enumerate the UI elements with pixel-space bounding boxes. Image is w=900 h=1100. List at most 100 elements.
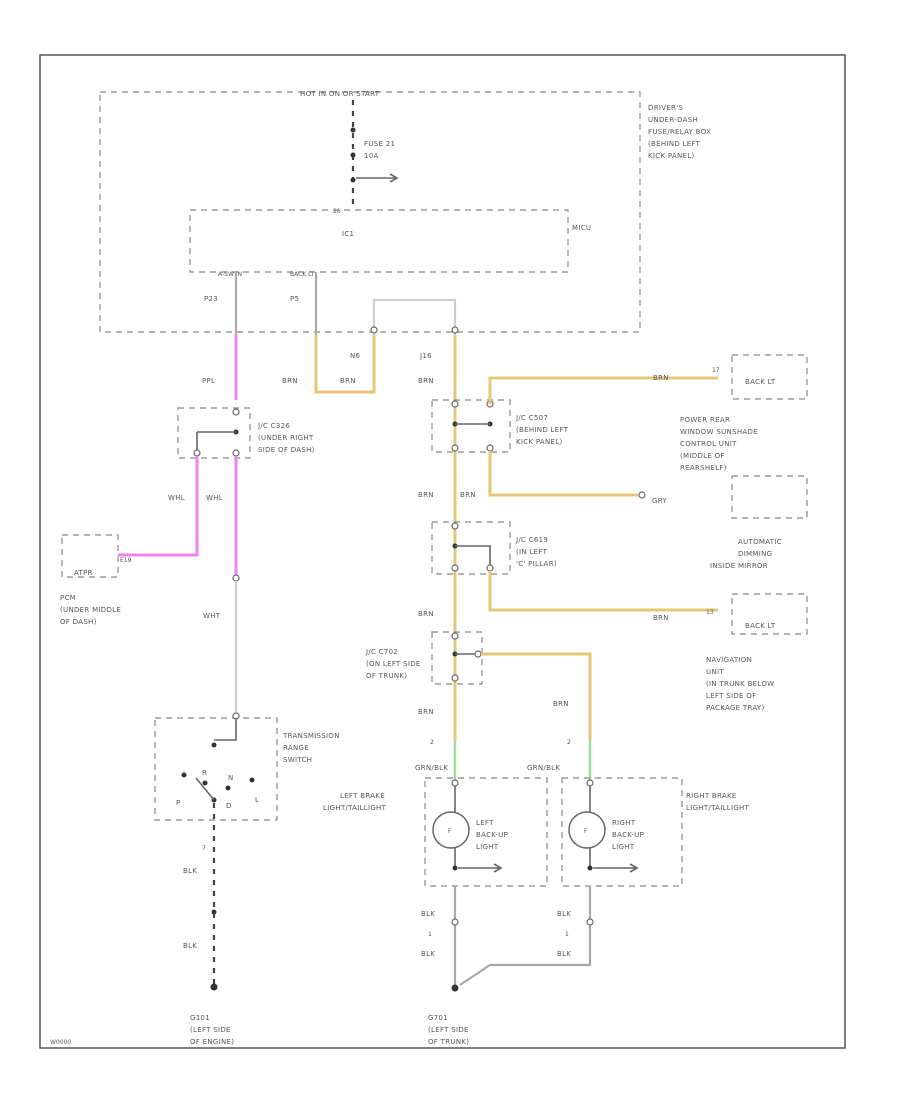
g101-label-2: (LEFT SIDE (190, 1026, 231, 1034)
left-lamp-2: BACK-UP (476, 831, 508, 839)
trs-pos-n: N (228, 774, 234, 782)
right-group-1: RIGHT BRAKE (686, 792, 737, 800)
conn-j16: J16 (419, 352, 432, 360)
jc-c619: J/C C619 (IN LEFT 'C' PILLAR) (431, 521, 557, 575)
wire-grnblk-right: GRN/BLK (527, 764, 560, 772)
c702-label-3: OF TRUNK) (366, 672, 407, 680)
ic-pin-26: 26 (333, 208, 341, 215)
trs-pos-l: L (255, 796, 259, 804)
g701-label-2: (LEFT SIDE (428, 1026, 469, 1034)
g701-label-1: G701 (428, 1014, 448, 1022)
pcm-box-label: ATPR (74, 569, 93, 577)
navi-5: PACKAGE TRAY) (706, 704, 765, 712)
pin-p5: P5 (290, 295, 299, 303)
trs-label-1: TRANSMISSION (282, 732, 340, 740)
back-lt-2-label: BACK LT (745, 622, 776, 630)
c326-label-2: (UNDER RIGHT (258, 434, 314, 442)
transmission-range-switch: P R N D L TRANSMISSION RANGE SWITCH (154, 712, 340, 821)
frame-code: W0000 (50, 1039, 71, 1046)
left-group-1: LEFT BRAKE (340, 792, 385, 800)
c507-label-2: (BEHIND LEFT (516, 426, 569, 434)
wire-brn-c507: BRN (460, 491, 476, 499)
ic1-micu: IC1 MICU A-SW IN BACK LT P23 P5 (189, 209, 591, 303)
wire-blk-right-2: BLK (557, 950, 571, 958)
wire-ppl: PPL (202, 377, 215, 385)
right-lamp-pin: 2 (567, 739, 571, 746)
micu-label: MICU (572, 224, 591, 232)
pcm-location-3: OF DASH) (60, 618, 97, 626)
fuse-box-location-1: DRIVER'S (648, 104, 683, 112)
power-rear-5: REARSHELF) (680, 464, 727, 472)
backlt1-pin: 17 (712, 367, 720, 374)
back-lt-out-label: BACK LT (290, 271, 315, 278)
jc-c326: J/C C326 (UNDER RIGHT SIDE OF DASH) (177, 407, 315, 459)
wire-blk-left-1: BLK (421, 910, 435, 918)
wire-grnblk-left: GRN/BLK (415, 764, 448, 772)
left-group-2: LIGHT/TAILLIGHT (323, 804, 387, 812)
pcm-location-2: (UNDER MIDDLE (60, 606, 121, 614)
right-lamp-1: RIGHT (612, 819, 636, 827)
wire-blk-trs: BLK (183, 867, 197, 875)
right-lamp-glyph: F (584, 828, 588, 835)
navi-3: (IN TRUNK BELOW (706, 680, 774, 688)
jc-c507: J/C C507 (BEHIND LEFT KICK PANEL) (431, 399, 569, 453)
back-lt-1-label: BACK LT (745, 378, 776, 386)
g101-label-3: OF ENGINE) (190, 1038, 234, 1046)
right-brake-light: RIGHT BRAKE LIGHT/TAILLIGHT F RIGHT BACK… (561, 777, 750, 887)
c326-label-3: SIDE OF DASH) (258, 446, 315, 454)
fuse-name: FUSE 21 (364, 140, 395, 148)
mirror-2: DIMMING (738, 550, 772, 558)
navi-2: UNIT (706, 668, 724, 676)
g701-label-3: OF TRUNK) (428, 1038, 469, 1046)
c507-label-1: J/C C507 (515, 414, 548, 422)
ic-label: IC1 (342, 230, 354, 238)
trs-label-2: RANGE (283, 744, 309, 752)
wire-brn-main-2: BRN (418, 491, 434, 499)
a-sw-in-label: A-SW IN (218, 271, 242, 278)
wire-brn-main-1: BRN (418, 377, 434, 385)
c619-label-2: (IN LEFT (516, 548, 548, 556)
wire-wht: WHT (203, 612, 221, 620)
wire-brn-backlt2: BRN (653, 614, 669, 622)
trs-pos-d: D (226, 802, 232, 810)
diagram-frame (39, 54, 846, 1049)
wire-brn-main-3: BRN (418, 610, 434, 618)
g101-label-1: G101 (190, 1014, 210, 1022)
left-lamp-glyph: F (448, 828, 452, 835)
mirror-1: AUTOMATIC (738, 538, 782, 546)
pin-p23: P23 (204, 295, 218, 303)
power-rear-3: CONTROL UNIT (680, 440, 737, 448)
power-rear-1: POWER REAR (680, 416, 730, 424)
c619-label-3: 'C' PILLAR) (516, 560, 557, 568)
trs-pos-r: R (202, 769, 207, 777)
navi-1: NAVIGATION (706, 656, 752, 664)
right-group-2: LIGHT/TAILLIGHT (686, 804, 750, 812)
right-lamp-bulb-icon (568, 811, 606, 849)
left-brake-light: LEFT BRAKE LIGHT/TAILLIGHT F LEFT BACK-U… (323, 777, 548, 887)
wire-brn-right: BRN (553, 700, 569, 708)
left-lamp-bulb-icon (432, 811, 470, 849)
trs-pin-7: 7 (202, 845, 206, 852)
right-ground-pin: 1 (565, 931, 569, 938)
wire-blk-g101: BLK (183, 942, 197, 950)
right-lamp-3: LIGHT (612, 843, 635, 851)
wire-gry: GRY (652, 497, 667, 505)
fuse-box-location-5: KICK PANEL) (648, 152, 695, 160)
c507-label-3: KICK PANEL) (516, 438, 563, 446)
wire-brn-a: BRN (282, 377, 298, 385)
wire-blk-right-1: BLK (557, 910, 571, 918)
c702-label-2: (ON LEFT SIDE (366, 660, 421, 668)
power-rear-4: (MIDDLE OF (680, 452, 725, 460)
pcm-location-1: PCM (60, 594, 76, 602)
fuse-21: FUSE 21 10A 26 (333, 100, 399, 215)
wire-blk-left-2: BLK (421, 950, 435, 958)
wire-whl-b: WHL (206, 494, 223, 502)
c326-label-1: J/C C326 (257, 422, 290, 430)
conn-n6: N6 (350, 352, 361, 360)
hot-label: HOT IN ON OR START (300, 90, 380, 98)
back-lt-box-2: BACK LT NAVIGATION UNIT (IN TRUNK BELOW … (706, 593, 808, 712)
wire-brn-b: BRN (340, 377, 356, 385)
right-lamp-2: BACK-UP (612, 831, 644, 839)
wire-brn-backlt1: BRN (653, 374, 669, 382)
